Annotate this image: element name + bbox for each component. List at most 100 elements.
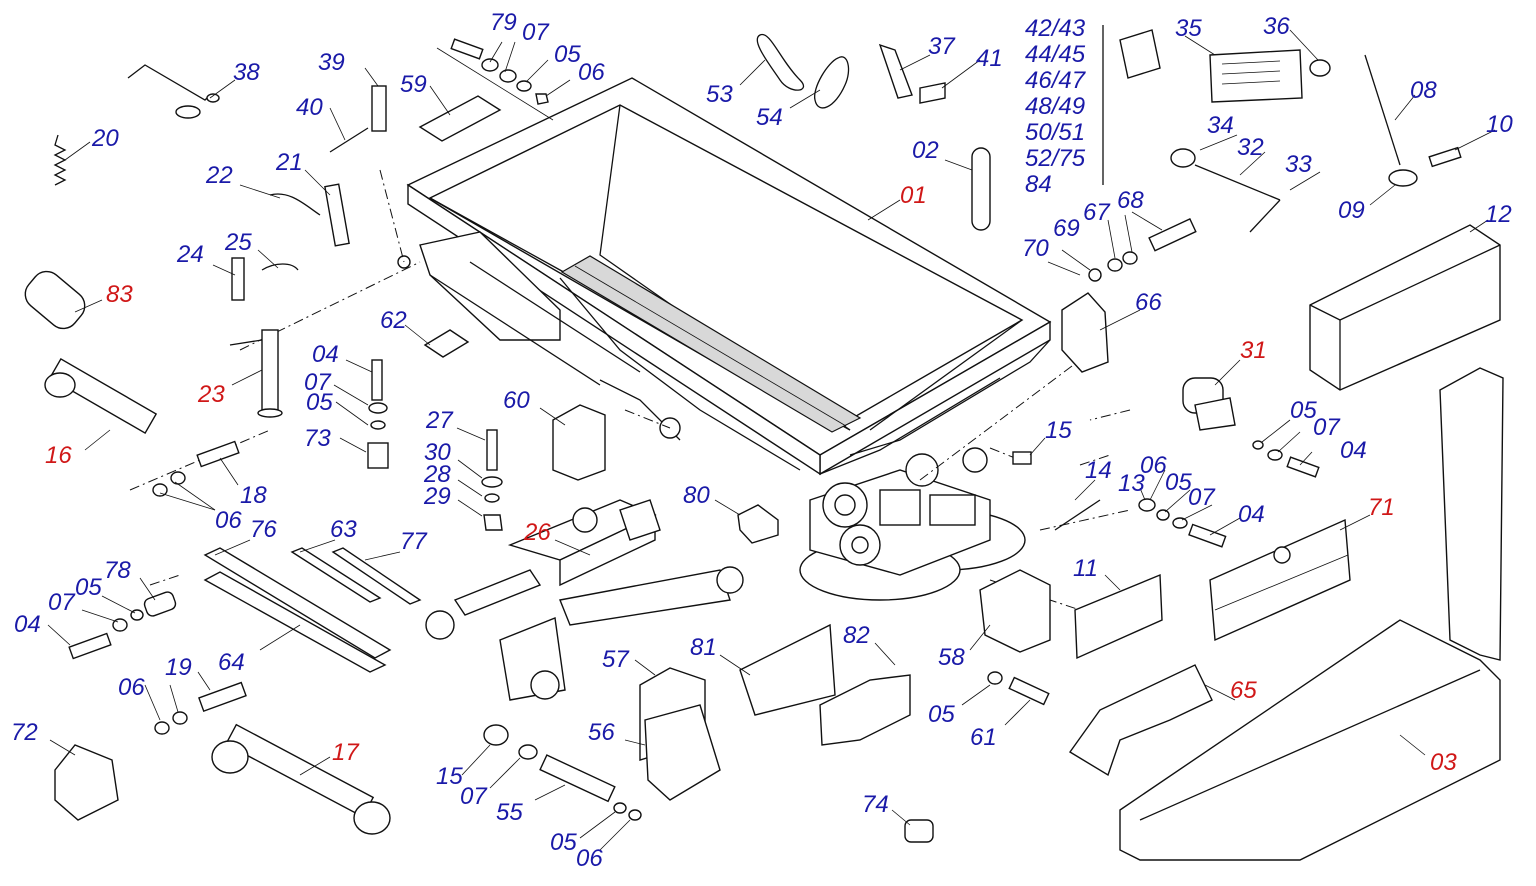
callout-42-43: 42/43 (1025, 15, 1086, 42)
callout-67: 67 (1083, 199, 1111, 226)
callout-83[interactable]: 83 (106, 281, 133, 308)
callout-06: 06 (118, 674, 145, 701)
callout-15: 15 (1045, 417, 1072, 444)
callout-07: 07 (1313, 414, 1341, 441)
callout-54: 54 (756, 104, 783, 131)
callout-17[interactable]: 17 (332, 739, 360, 766)
callout-35: 35 (1175, 15, 1202, 42)
callout-06: 06 (215, 507, 242, 534)
callout-07: 07 (522, 19, 550, 46)
callout-05: 05 (550, 829, 577, 856)
callout-03[interactable]: 03 (1430, 749, 1457, 776)
callout-labels: 79 07 05 06 53 54 37 41 42/43 44/45 46/4… (11, 9, 1513, 872)
callout-46-47: 46/47 (1025, 67, 1087, 94)
callout-07: 07 (48, 589, 76, 616)
callout-32: 32 (1237, 134, 1264, 161)
callout-44-45: 44/45 (1025, 41, 1086, 68)
callout-09: 09 (1338, 197, 1365, 224)
callout-68: 68 (1117, 187, 1144, 214)
callout-25: 25 (224, 229, 252, 256)
callout-07: 07 (1188, 484, 1216, 511)
callout-07: 07 (304, 369, 332, 396)
callout-05: 05 (306, 389, 333, 416)
callout-82: 82 (843, 622, 870, 649)
spreader-drive-assembly (799, 447, 1026, 601)
callout-64: 64 (218, 649, 245, 676)
callout-76: 76 (250, 516, 277, 543)
callout-36: 36 (1263, 13, 1290, 40)
callout-78: 78 (104, 557, 131, 584)
callout-04: 04 (312, 341, 339, 368)
callout-62: 62 (380, 307, 407, 334)
callout-05: 05 (928, 701, 955, 728)
callout-61: 61 (970, 724, 997, 751)
callout-28: 28 (423, 461, 451, 488)
callout-80: 80 (683, 482, 710, 509)
callout-07: 07 (460, 783, 488, 810)
callout-73: 73 (304, 425, 331, 452)
callout-65[interactable]: 65 (1230, 677, 1257, 704)
callout-19: 19 (165, 654, 192, 681)
callout-04: 04 (1238, 501, 1265, 528)
callout-77: 77 (400, 528, 428, 555)
callout-69: 69 (1053, 215, 1080, 242)
callout-74: 74 (862, 791, 889, 818)
callout-53: 53 (706, 81, 733, 108)
callout-23[interactable]: 23 (197, 381, 225, 408)
small-parts (24, 25, 1504, 861)
callout-21: 21 (275, 149, 303, 176)
callout-60: 60 (503, 387, 530, 414)
callout-20: 20 (91, 125, 119, 152)
callout-79: 79 (490, 9, 517, 36)
callout-05: 05 (1165, 469, 1192, 496)
hopper-part (397, 77, 1052, 476)
callout-37: 37 (928, 33, 956, 60)
callout-81: 81 (690, 634, 717, 661)
callout-15: 15 (436, 763, 463, 790)
callout-05: 05 (75, 574, 102, 601)
callout-22: 22 (205, 162, 233, 189)
callout-50-51: 50/51 (1025, 119, 1085, 146)
callout-55: 55 (496, 799, 523, 826)
callout-24: 24 (176, 241, 204, 268)
callout-26[interactable]: 26 (523, 519, 551, 546)
callout-30: 30 (424, 439, 451, 466)
callout-06: 06 (578, 59, 605, 86)
callout-05: 05 (554, 41, 581, 68)
callout-16[interactable]: 16 (45, 442, 72, 469)
callout-12: 12 (1485, 201, 1512, 228)
callout-71[interactable]: 71 (1368, 494, 1395, 521)
callout-08: 08 (1410, 77, 1437, 104)
callout-06: 06 (1140, 452, 1167, 479)
callout-13: 13 (1118, 470, 1145, 497)
callout-04: 04 (1340, 437, 1367, 464)
callout-38: 38 (233, 59, 260, 86)
callout-18: 18 (240, 482, 267, 509)
callout-01[interactable]: 01 (900, 182, 927, 209)
callout-05: 05 (1290, 397, 1317, 424)
callout-57: 57 (602, 646, 630, 673)
callout-02: 02 (912, 137, 939, 164)
callout-14: 14 (1085, 457, 1112, 484)
callout-41: 41 (976, 45, 1003, 72)
callout-66: 66 (1135, 289, 1162, 316)
callout-56: 56 (588, 719, 615, 746)
leader-lines (47, 29, 1496, 851)
callout-06: 06 (576, 845, 603, 872)
callout-29: 29 (423, 483, 451, 510)
callout-84: 84 (1025, 171, 1052, 198)
callout-52-75: 52/75 (1025, 145, 1086, 172)
axle-frame-part (425, 499, 744, 701)
callout-04: 04 (14, 611, 41, 638)
callout-58: 58 (938, 644, 965, 671)
callout-33: 33 (1285, 151, 1312, 178)
callout-39: 39 (318, 49, 345, 76)
callout-10: 10 (1486, 111, 1513, 138)
callout-70: 70 (1022, 235, 1049, 262)
callout-34: 34 (1207, 112, 1234, 139)
callout-40: 40 (296, 94, 323, 121)
callout-11: 11 (1073, 555, 1098, 582)
callout-72: 72 (11, 719, 38, 746)
callout-31[interactable]: 31 (1240, 337, 1267, 364)
